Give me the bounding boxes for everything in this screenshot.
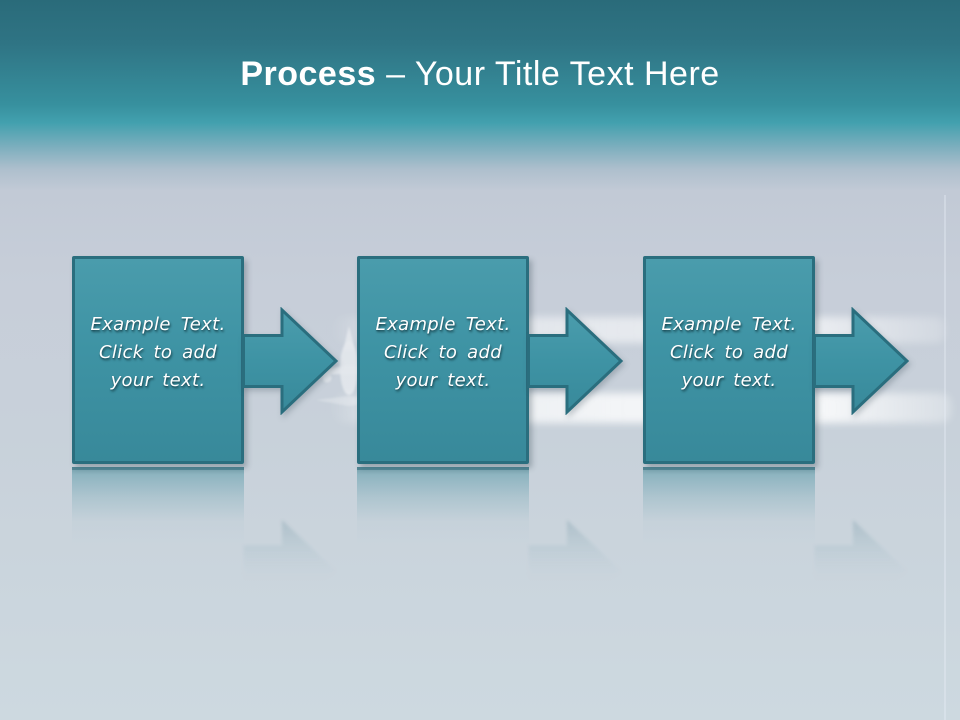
box-reflection — [72, 467, 244, 547]
text-line: Example Text. — [375, 314, 511, 335]
process-arrow-icon-1 — [242, 307, 339, 415]
slide-title: Process – Your Title Text Here — [0, 52, 960, 96]
arrow-reflection — [243, 520, 336, 622]
placeholder-text-2: Example Text. Click to add your text. — [376, 311, 511, 395]
text-line: Click to add — [670, 342, 788, 363]
text-line: Click to add — [99, 342, 217, 363]
process-box-2[interactable]: Example Text. Click to add your text. — [357, 256, 529, 464]
title-bold-word: Process — [240, 55, 377, 93]
box-reflection — [643, 467, 815, 547]
text-line: Click to add — [384, 342, 502, 363]
arrow-reflection — [814, 520, 907, 622]
process-arrow-icon-2 — [527, 307, 624, 415]
background-photo-edge — [944, 195, 946, 720]
arrow-reflection — [528, 520, 621, 622]
process-arrow-icon-3 — [813, 307, 910, 415]
title-rest: – Your Title Text Here — [376, 55, 720, 93]
process-box-3[interactable]: Example Text. Click to add your text. — [643, 256, 815, 464]
placeholder-text-1: Example Text. Click to add your text. — [91, 311, 226, 395]
placeholder-text-3: Example Text. Click to add your text. — [662, 311, 797, 395]
text-line: your text. — [110, 370, 206, 391]
text-line: your text. — [395, 370, 491, 391]
text-line: Example Text. — [661, 314, 797, 335]
text-line: your text. — [681, 370, 777, 391]
process-box-1[interactable]: Example Text. Click to add your text. — [72, 256, 244, 464]
box-reflection — [357, 467, 529, 547]
text-line: Example Text. — [90, 314, 226, 335]
